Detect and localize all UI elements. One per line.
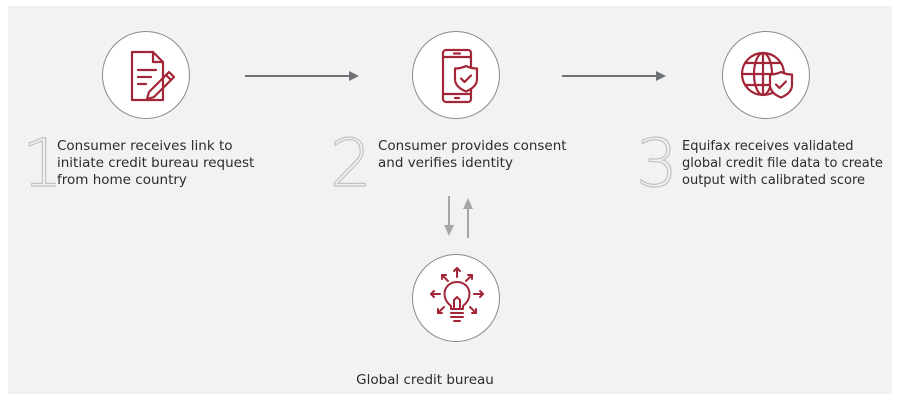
step-2-circle	[412, 31, 500, 119]
globe-shield-icon	[740, 51, 794, 99]
up-arrow	[463, 198, 473, 238]
lightbulb-icon	[430, 267, 484, 322]
step-1-line-3: from home country	[57, 172, 187, 188]
connector-arrow-1-to-2	[245, 71, 359, 81]
step-2-text: Consumer provides consent and verifies i…	[378, 138, 567, 172]
svg-text:3: 3	[636, 134, 678, 190]
bureau-label: Global credit bureau	[356, 372, 494, 388]
document-pen-icon	[130, 50, 176, 102]
step-3-number: 3	[636, 134, 679, 190]
svg-text:2: 2	[330, 134, 372, 190]
step-3-line-1: Equifax receives validated	[682, 139, 854, 154]
step-1-line-2: initiate credit bureau request	[57, 155, 255, 171]
svg-text:1: 1	[22, 134, 56, 190]
step-3-circle	[722, 31, 810, 119]
step-1-text: Consumer receives link to initiate credi…	[57, 138, 254, 189]
connector-arrow-2-to-3	[562, 71, 666, 81]
step-1-number: 1	[22, 134, 56, 190]
step-1-circle	[102, 31, 190, 119]
step-2-number: 2	[330, 134, 373, 190]
phone-shield-icon	[441, 48, 479, 104]
step-3-text: Equifax receives validated global credit…	[682, 138, 883, 189]
step-3-line-3: output with calibrated score	[682, 173, 866, 188]
down-arrow	[444, 196, 454, 236]
step-1-line-1: Consumer receives link to	[57, 138, 233, 154]
step-3-line-2: global credit file data to create	[682, 156, 883, 171]
step-2-line-1: Consumer provides consent	[378, 138, 567, 154]
step-2-line-2: and verifies identity	[378, 155, 513, 171]
bureau-circle	[412, 254, 500, 342]
